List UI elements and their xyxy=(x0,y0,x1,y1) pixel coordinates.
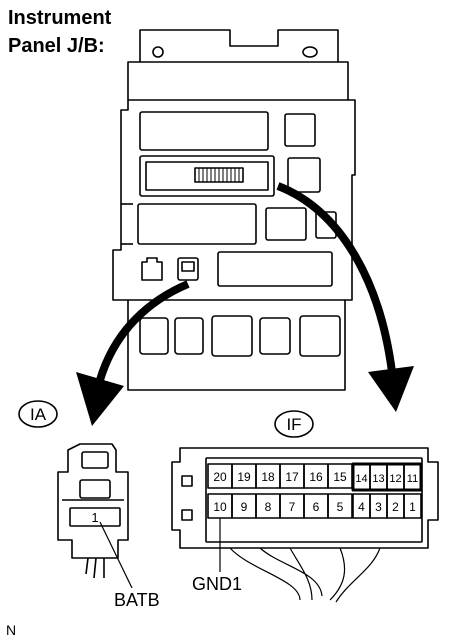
batb-leader xyxy=(99,521,133,589)
if-pin-label: 10 xyxy=(213,500,227,514)
ia-connector xyxy=(18,400,133,589)
if-pin-label: 14 xyxy=(355,473,367,485)
fuse-slot xyxy=(299,315,341,357)
if-pin-label: 13 xyxy=(372,473,384,485)
mounting-hole xyxy=(152,46,164,58)
arrows xyxy=(76,182,414,426)
ia-tag-oval xyxy=(18,400,58,428)
if-pin-label: 18 xyxy=(261,470,275,484)
relay-block xyxy=(287,157,321,193)
title-line-1: Instrument xyxy=(8,7,112,29)
if-pin-label: 5 xyxy=(337,500,344,514)
if-tag-label: IF xyxy=(286,415,301,434)
small-socket xyxy=(141,257,163,281)
junction-block-outline xyxy=(112,29,356,391)
if-pin-label: 17 xyxy=(285,470,299,484)
fuse-slot xyxy=(174,317,204,355)
fuse-slot xyxy=(139,317,169,355)
arrow-head-ia xyxy=(76,372,124,426)
if-pin-label: 15 xyxy=(333,470,347,484)
fuse-block xyxy=(217,251,333,287)
if-pin-label: 20 xyxy=(213,470,227,484)
if-tag-oval xyxy=(274,410,314,438)
arrow-to-ia xyxy=(96,280,190,382)
fuse-slot xyxy=(259,317,291,355)
corner-code: N xyxy=(6,622,17,638)
if-housing xyxy=(171,447,439,549)
batb-label: BATB xyxy=(114,590,160,610)
if-pin-label: 2 xyxy=(392,500,399,514)
mounting-hole xyxy=(302,46,318,58)
if-pin-label: 9 xyxy=(241,500,248,514)
arrow-head-if xyxy=(368,366,414,412)
if-pin-label: 4 xyxy=(358,500,365,514)
fuse-block xyxy=(137,203,257,245)
ia-tag-label: IA xyxy=(30,405,47,424)
if-pin-label: 8 xyxy=(265,500,272,514)
if-pin-label: 3 xyxy=(375,500,382,514)
relay-block xyxy=(284,113,316,147)
if-pin-label: 7 xyxy=(289,500,296,514)
arrow-to-if xyxy=(276,182,396,373)
if-pin-label: 12 xyxy=(389,473,401,485)
fuse-slot xyxy=(211,315,253,357)
if-socket xyxy=(139,155,275,197)
if-pin-label: 1 xyxy=(409,500,416,514)
if-pin-label: 19 xyxy=(237,470,251,484)
if-pin-label: 16 xyxy=(309,470,323,484)
if-pin-label: 6 xyxy=(313,500,320,514)
if-pin-numbers: 20 19 18 17 16 15 14 13 12 11 10 9 8 7 6… xyxy=(213,470,418,514)
ia-socket xyxy=(177,257,199,281)
title-line-2: Panel J/B: xyxy=(8,35,105,57)
if-pin-label: 11 xyxy=(407,473,418,485)
gnd1-label: GND1 xyxy=(192,574,243,594)
if-connector xyxy=(171,410,439,603)
fuse-block xyxy=(265,207,307,241)
relay-block xyxy=(139,111,269,151)
ia-pin-label: 1 xyxy=(91,510,98,525)
ia-housing xyxy=(57,443,129,559)
